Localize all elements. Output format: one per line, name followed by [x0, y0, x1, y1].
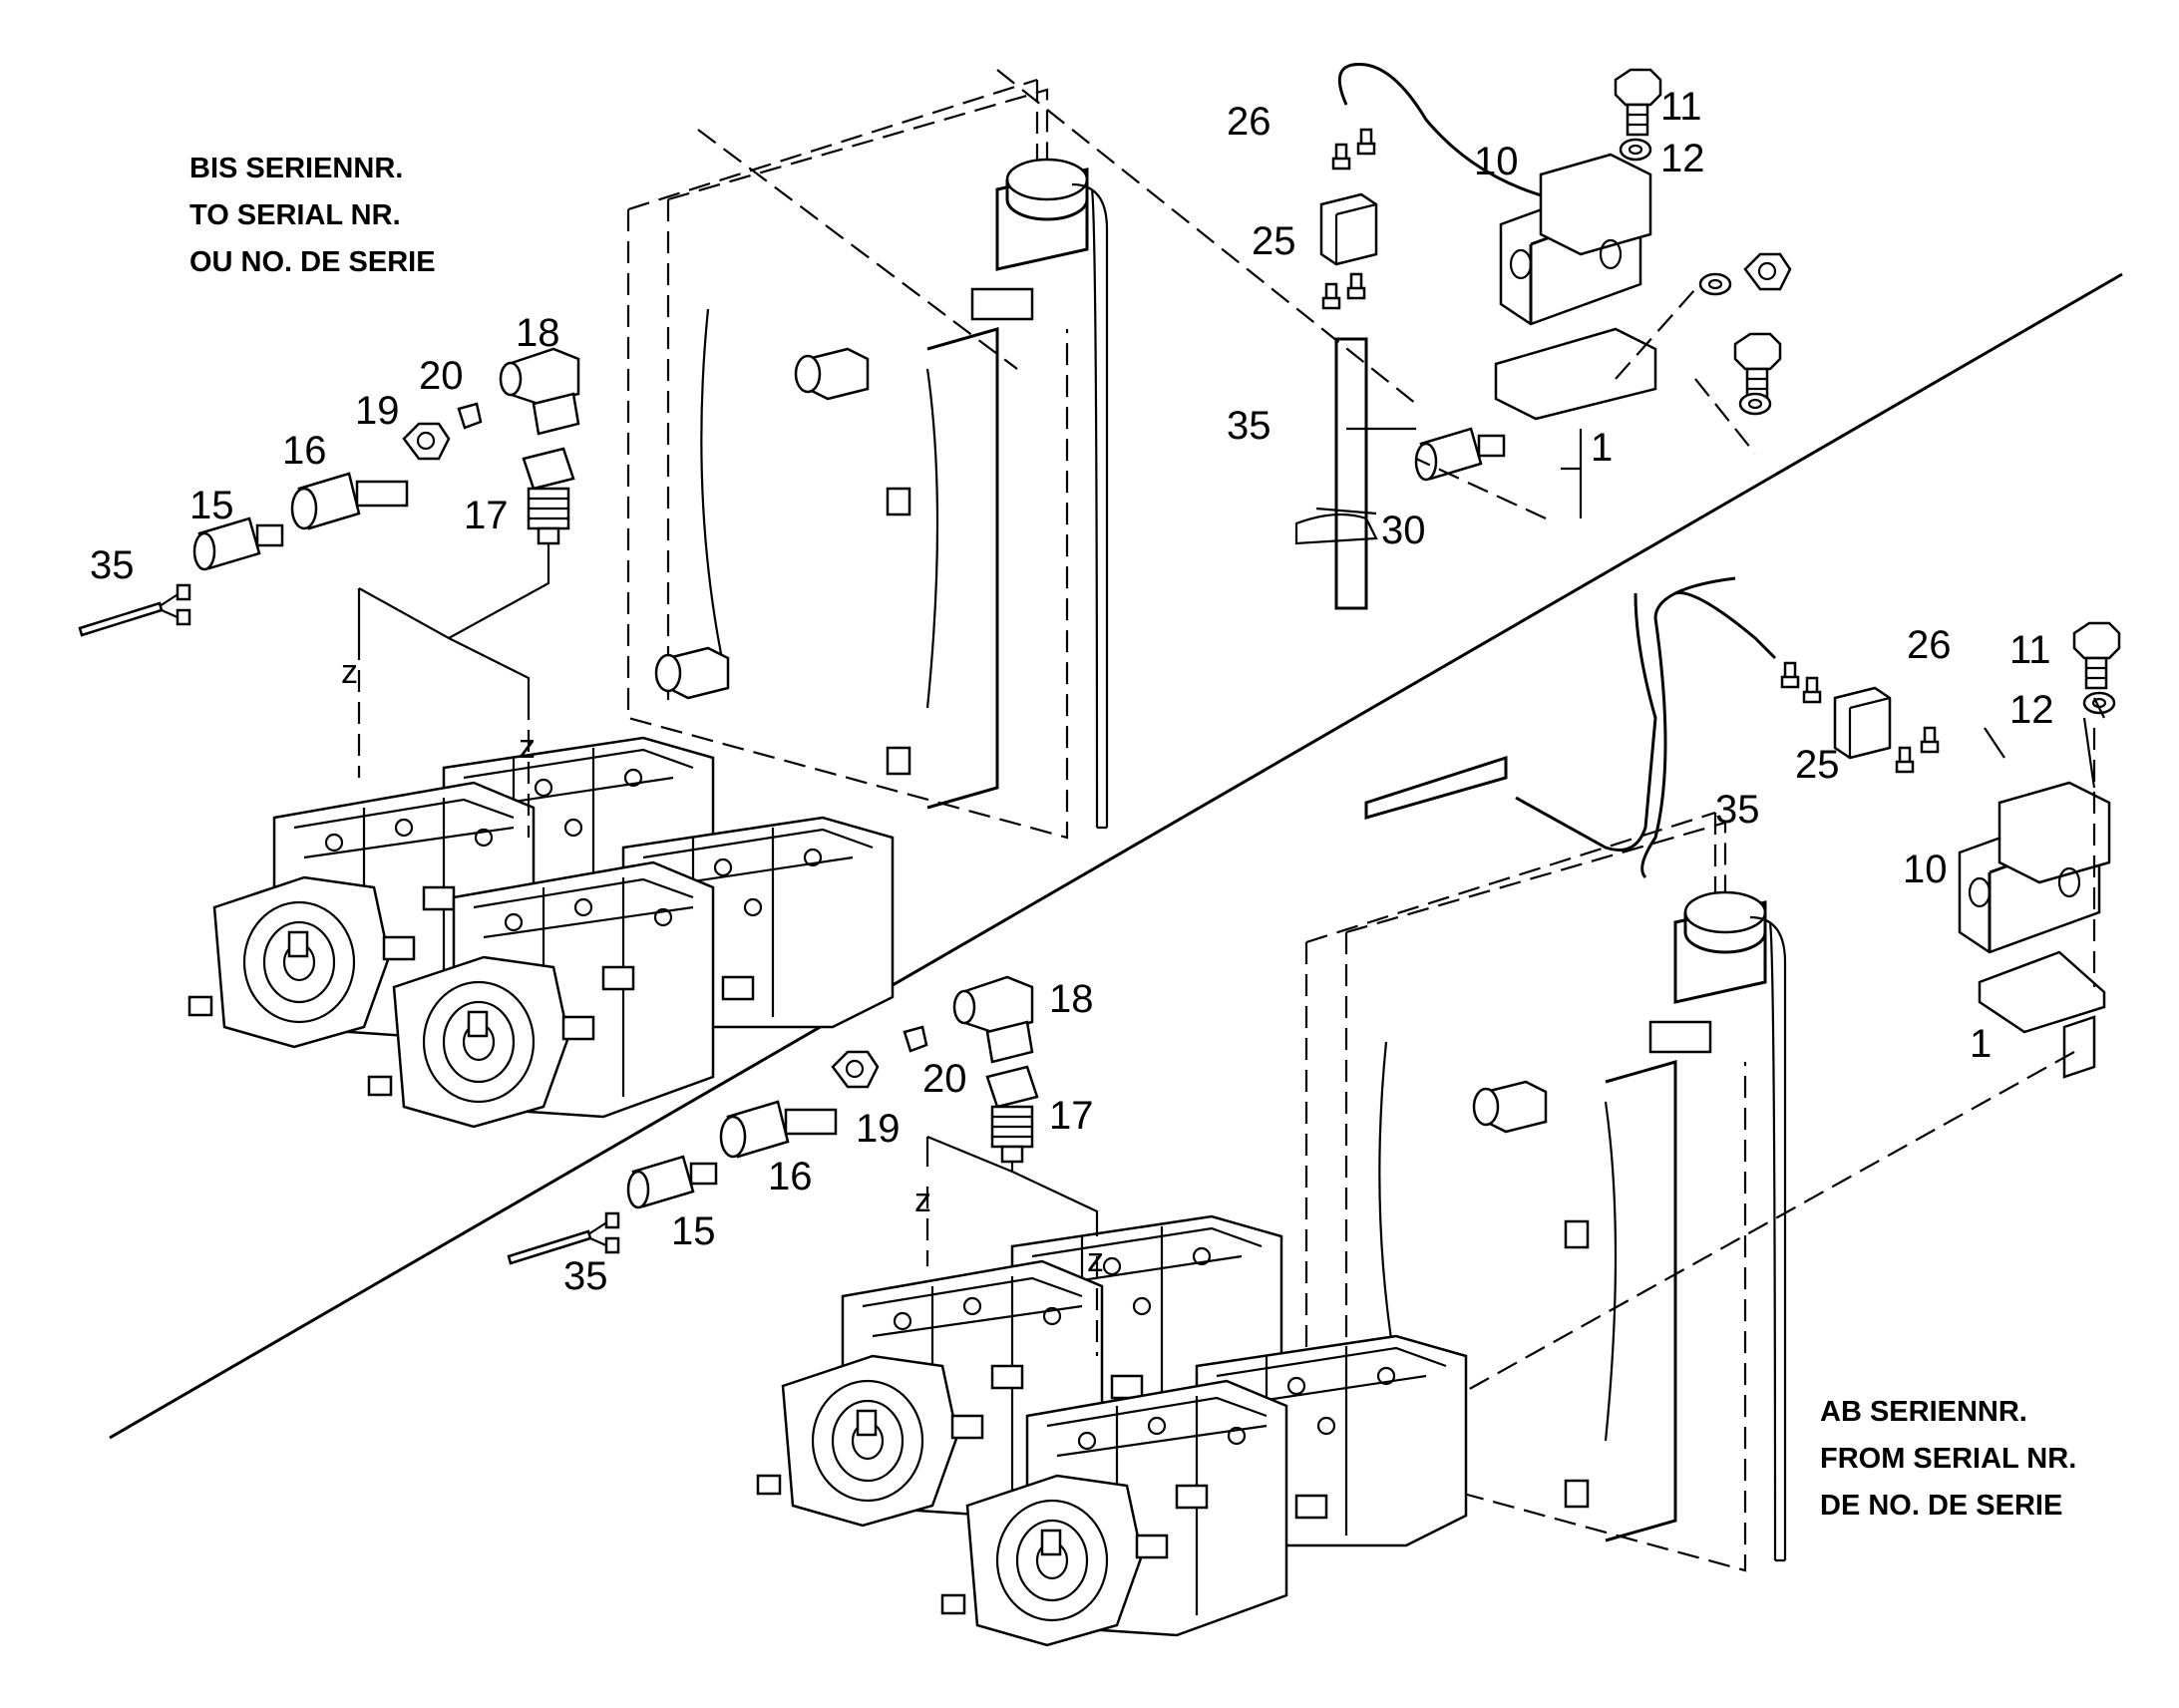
bolt-11-new: [2072, 621, 2121, 690]
svg-text:11: 11: [1660, 85, 1702, 129]
svg-text:TO SERIAL NR.: TO SERIAL NR.: [189, 199, 401, 231]
plug-20-old: [457, 402, 483, 430]
pressure-sensor-15-new: [626, 1155, 718, 1209]
nut-19-new: [831, 1050, 880, 1089]
svg-text:26: 26: [1907, 623, 1952, 667]
svg-text:20: 20: [419, 354, 464, 398]
svg-text:11: 11: [2009, 628, 2051, 672]
svg-text:35: 35: [563, 1254, 608, 1298]
svg-text:35: 35: [1715, 788, 1760, 832]
svg-text:20: 20: [922, 1057, 967, 1101]
terminal-26-old-c: [1321, 282, 1341, 310]
svg-text:10: 10: [1474, 140, 1519, 183]
callouts-new: 35 15 16 19 20 18 17 z z 26 25 35 10 11 …: [563, 623, 2054, 1298]
relay-10-old: [1499, 153, 1652, 326]
svg-text:17: 17: [1049, 1094, 1094, 1138]
washer-old-lower: [1738, 392, 1772, 416]
svg-text:BIS SERIENNR.: BIS SERIENNR.: [189, 153, 403, 184]
svg-text:OU NO. DE SERIE: OU NO. DE SERIE: [189, 246, 436, 278]
svg-text:FROM SERIAL NR.: FROM SERIAL NR.: [1820, 1443, 2076, 1475]
terminal-26-old-b: [1356, 128, 1376, 156]
elbow-18-new: [952, 975, 1034, 1064]
connector-25-old: [1319, 192, 1378, 266]
terminal-26-new-a: [1780, 661, 1800, 689]
svg-text:10: 10: [1903, 848, 1948, 891]
svg-text:25: 25: [1252, 219, 1296, 263]
svg-text:19: 19: [355, 389, 400, 433]
svg-text:1: 1: [1970, 1022, 1992, 1066]
svg-text:17: 17: [464, 494, 509, 537]
leader-pump-new: [925, 1135, 1099, 1236]
svg-text:35: 35: [90, 543, 135, 587]
cable-tie-30-old: [1294, 507, 1378, 545]
svg-text:15: 15: [671, 1209, 716, 1253]
svg-text:z: z: [914, 1182, 931, 1219]
bolt-old-lower: [1733, 332, 1782, 401]
sensor-old-radiator: [1414, 427, 1506, 482]
svg-text:25: 25: [1795, 743, 1840, 787]
nut-19-old: [402, 422, 451, 461]
plug-20-new: [903, 1025, 928, 1053]
svg-text:16: 16: [768, 1155, 813, 1198]
svg-text:1: 1: [1591, 426, 1613, 470]
washer-12-old: [1619, 138, 1652, 162]
svg-text:AB SERIENNR.: AB SERIENNR.: [1820, 1396, 2027, 1428]
callouts-old: 35 15 16 19 20 18 17 z z 26 25 35 30 10 …: [90, 85, 1705, 766]
terminal-26-old-d: [1346, 272, 1366, 300]
section-divider-line: [109, 272, 2123, 1440]
svg-text:z: z: [1087, 1241, 1104, 1279]
svg-text:35: 35: [1227, 404, 1271, 448]
switch-17-new: [985, 1065, 1039, 1164]
bracket-1-new: [1978, 950, 2106, 1079]
bolt-11-old: [1614, 68, 1662, 137]
terminal-26-old-a: [1331, 143, 1351, 171]
svg-text:18: 18: [516, 311, 560, 355]
relay-10-new: [1958, 781, 2111, 954]
svg-text:19: 19: [856, 1107, 901, 1151]
svg-text:30: 30: [1381, 509, 1426, 552]
bracket-1-old: [1494, 327, 1657, 421]
note-new-version: AB SERIENNR. FROM SERIAL NR. DE NO. DE S…: [1820, 1396, 2076, 1522]
switch-17-old: [522, 447, 575, 545]
cable-35-old-top: [1337, 63, 1557, 201]
leader-new-relay: [1984, 697, 2105, 789]
cable-35-new: [1364, 576, 1736, 879]
terminal-26-new-b: [1802, 676, 1822, 704]
svg-text:16: 16: [282, 429, 327, 473]
radiator-old: [626, 78, 1109, 840]
leader-old-relay: [1346, 427, 1583, 518]
elbow-18-old: [499, 347, 580, 436]
svg-text:12: 12: [2009, 688, 2054, 732]
adapter-16-old: [290, 472, 409, 530]
adapter-16-new: [719, 1100, 838, 1159]
svg-text:15: 15: [189, 484, 234, 527]
svg-text:18: 18: [1049, 977, 1094, 1021]
connector-25-new: [1833, 686, 1892, 760]
cable-35-old-left: [78, 583, 191, 637]
svg-text:12: 12: [1660, 137, 1705, 180]
svg-text:26: 26: [1227, 100, 1271, 144]
svg-text:DE NO. DE SERIE: DE NO. DE SERIE: [1820, 1490, 2062, 1522]
washer-old-upper: [1698, 272, 1732, 296]
terminal-26-new-d: [1920, 726, 1940, 754]
nut-old-upper: [1743, 252, 1792, 291]
leader-pump-old: [357, 543, 550, 698]
svg-text:z: z: [341, 653, 358, 691]
cable-35-old-sleeve: [1334, 337, 1368, 610]
svg-text:z: z: [519, 728, 536, 766]
terminal-26-new-c: [1895, 746, 1915, 774]
note-old-version: BIS SERIENNR. TO SERIAL NR. OU NO. DE SE…: [189, 153, 436, 278]
